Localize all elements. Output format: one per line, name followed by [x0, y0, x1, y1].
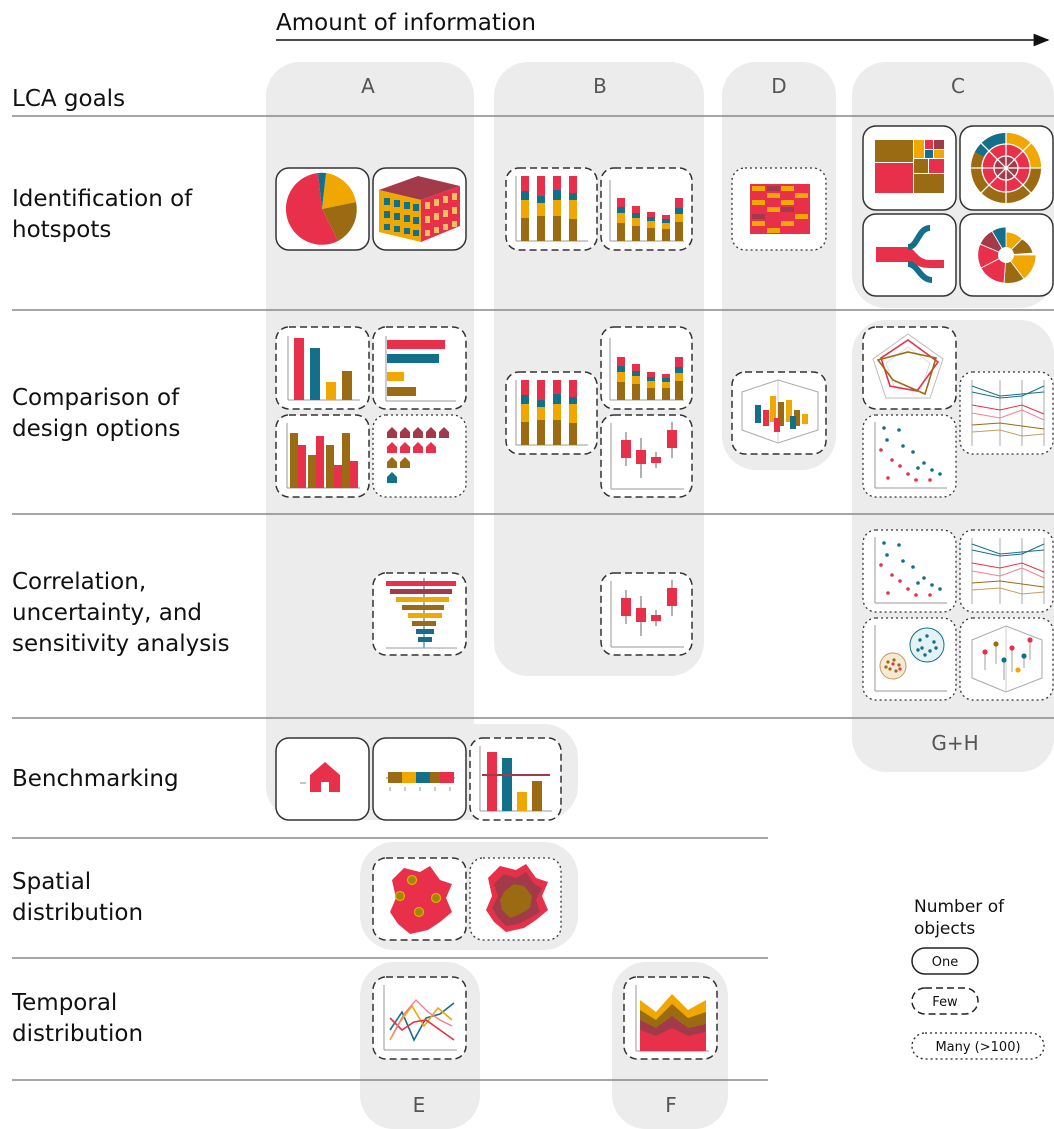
goal-temporal-line1: Temporal	[11, 990, 117, 1016]
axis-title: Amount of information	[276, 10, 536, 36]
goal-labels: LCA goals Identification of hotspots Com…	[11, 86, 230, 1047]
goal-correlation-line3: sensitivity analysis	[12, 631, 230, 657]
legend-many: Many (>100)	[911, 1032, 1045, 1060]
3d-bar-chart-icon	[731, 371, 827, 455]
column-label-B: B	[593, 74, 607, 98]
building-icon	[372, 167, 467, 251]
column-label-A: A	[361, 74, 375, 98]
benchmark-bar-icon	[372, 737, 467, 821]
goal-hotspots-line2: hotspots	[12, 217, 111, 243]
stacked-bar-chart-icon	[505, 167, 598, 251]
goal-hotspots-line1: Identification of	[12, 186, 193, 212]
legend: Number of objects One Few Many (>100)	[911, 897, 1045, 1060]
single-house-icon	[275, 737, 370, 821]
legend-one-label: One	[932, 955, 958, 970]
radial-bar-icon	[959, 213, 1054, 297]
benchmark-bar-chart-icon	[469, 737, 562, 821]
band-D	[722, 62, 836, 470]
stacked-bar-varied-icon	[600, 167, 693, 251]
scatter-plot-correlation-icon	[862, 529, 957, 613]
column-labels: A B D C G+H E F	[361, 74, 978, 1117]
legend-many-label: Many (>100)	[935, 1040, 1020, 1055]
3d-scatter-plot-icon	[959, 617, 1054, 701]
legend-few: Few	[911, 987, 979, 1015]
parallel-coordinates-correlation-icon	[959, 529, 1054, 613]
sunburst-icon	[959, 125, 1054, 211]
goal-comparison-line1: Comparison of	[12, 385, 180, 411]
goal-spatial-line2: distribution	[12, 900, 143, 926]
goal-correlation-line2: uncertainty, and	[12, 600, 202, 626]
bar-chart-icon	[275, 326, 370, 410]
stacked-bar-chart-comparison-icon	[505, 371, 598, 455]
map-points-icon	[372, 857, 467, 941]
pie-chart-icon	[275, 167, 370, 251]
boxplot-comparison-icon	[600, 414, 693, 498]
goal-comparison-line2: design options	[12, 416, 180, 442]
treemap-icon	[862, 125, 957, 211]
goal-temporal-line2: distribution	[12, 1021, 143, 1047]
scatter-plot-icon	[862, 414, 957, 498]
column-label-GH: G+H	[931, 731, 978, 755]
goal-benchmarking: Benchmarking	[12, 766, 179, 792]
boxplot-sensitivity-icon	[600, 572, 693, 656]
legend-title-line1: Number of	[914, 897, 1005, 917]
sankey-icon	[862, 213, 957, 297]
goal-spatial-line1: Spatial	[12, 869, 91, 895]
stacked-bar-varied-comparison-icon	[600, 326, 693, 410]
line-chart-icon	[372, 976, 467, 1060]
horizontal-bar-chart-icon	[372, 326, 467, 410]
radar-chart-icon	[862, 326, 957, 410]
pictogram-houses-icon	[372, 414, 467, 498]
tornado-chart-icon	[372, 572, 467, 656]
column-label-F: F	[665, 1093, 677, 1117]
goals-heading: LCA goals	[12, 86, 125, 112]
legend-one: One	[911, 947, 979, 975]
cluster-plot-icon	[862, 617, 957, 701]
legend-title-line2: objects	[914, 919, 975, 939]
grouped-bar-chart-icon	[275, 414, 370, 498]
column-label-D: D	[771, 74, 786, 98]
parallel-coordinates-icon	[959, 371, 1054, 455]
information-axis: Amount of information	[276, 10, 1050, 47]
column-label-E: E	[413, 1093, 426, 1117]
stacked-area-chart-icon	[623, 976, 718, 1060]
row-dividers	[12, 115, 1054, 1081]
heatmap-icon	[731, 167, 827, 251]
legend-few-label: Few	[932, 995, 958, 1010]
goal-correlation-line1: Correlation,	[12, 569, 146, 595]
column-label-C: C	[951, 74, 965, 98]
choropleth-map-icon	[469, 857, 562, 941]
